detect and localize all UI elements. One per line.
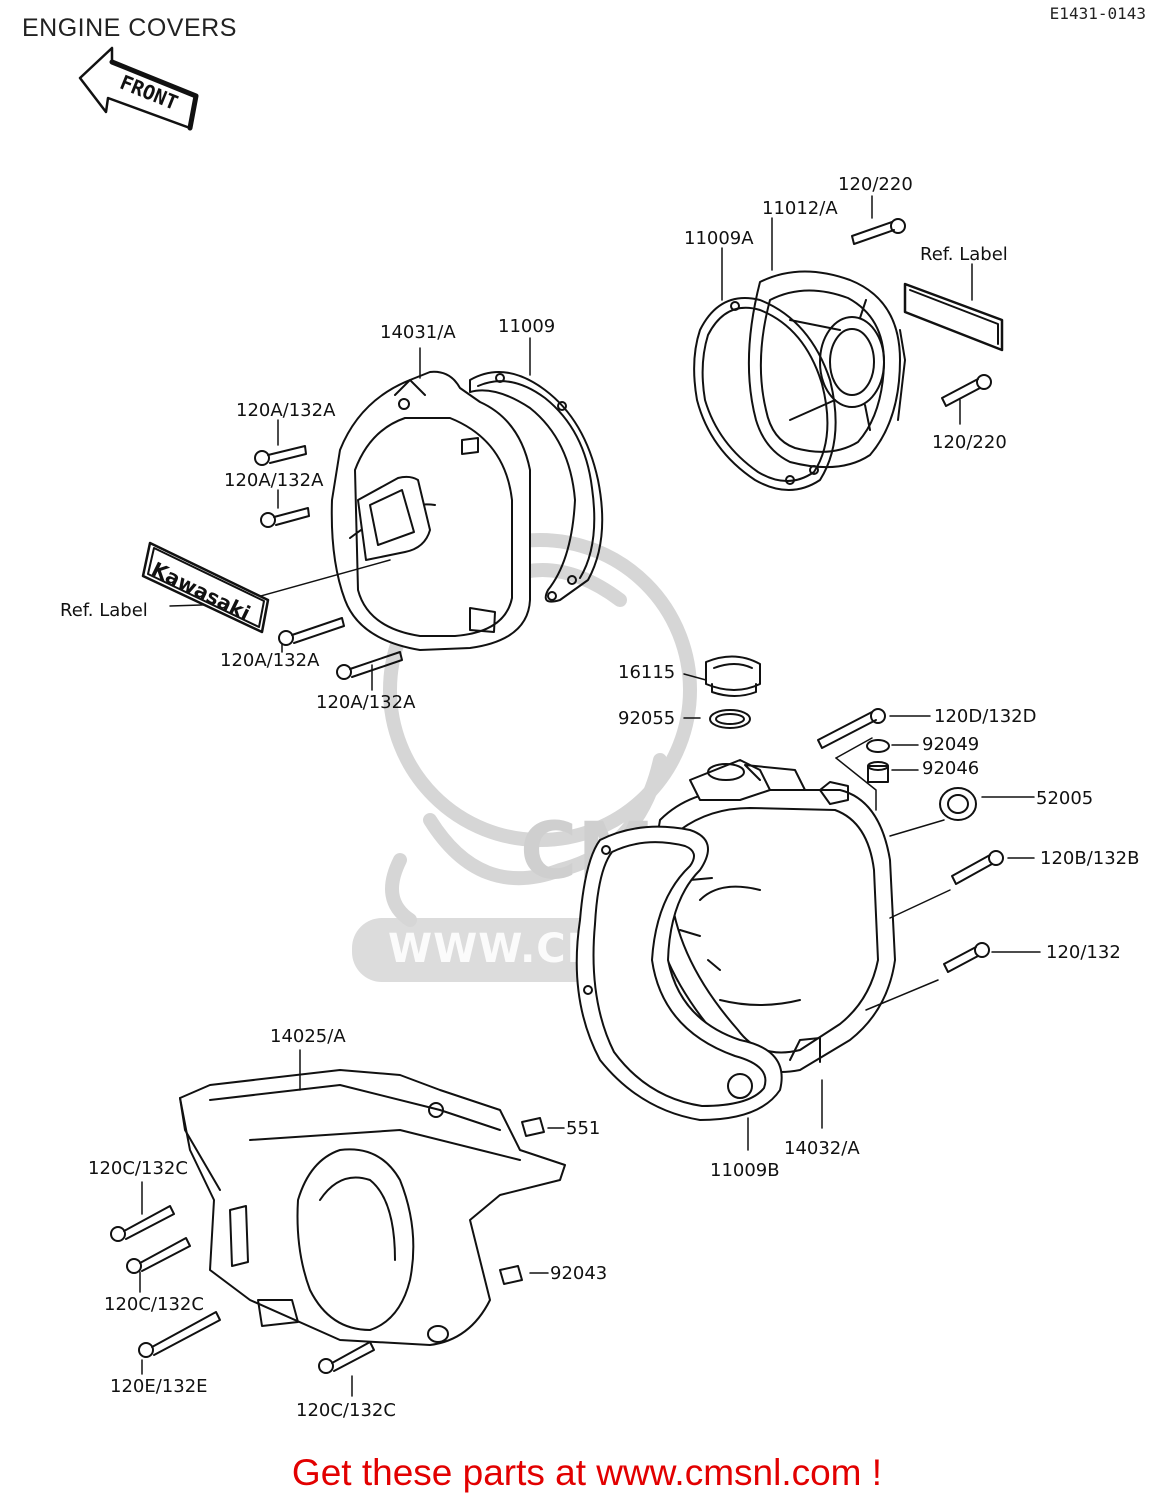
callout-120a-3: 120A/132A	[220, 650, 320, 671]
bolt-120-220-top	[851, 218, 906, 245]
sprocket-cover-14025	[179, 1069, 566, 1346]
bolt-120a-2	[260, 507, 310, 528]
ref-label-plate-right	[903, 282, 1004, 352]
callout-11009b: 11009B	[710, 1160, 780, 1181]
callout-92046: 92046	[922, 758, 980, 779]
bolt-120d	[817, 708, 886, 749]
callout-ref-label-right: Ref. Label	[920, 244, 1008, 265]
pulser-cover-11012	[747, 270, 906, 469]
diagram-code: E1431-0143	[1049, 4, 1146, 23]
bolt-120-220-bottom	[941, 374, 992, 407]
gasket-11009b	[575, 825, 783, 1121]
dowel-92043	[499, 1265, 523, 1285]
callout-120c-3: 120C/132C	[296, 1400, 396, 1421]
callout-92055: 92055	[618, 708, 676, 729]
callout-120e: 120E/132E	[110, 1376, 208, 1397]
callout-120a-4: 120A/132A	[316, 692, 416, 713]
callout-11009: 11009	[498, 316, 556, 337]
callout-92049: 92049	[922, 734, 980, 755]
callout-ref-label-left: Ref. Label	[60, 600, 148, 621]
leader-lines-right	[683, 673, 1041, 1151]
callout-120-220-top: 120/220	[838, 174, 913, 195]
bolt-120c-2	[126, 1237, 191, 1274]
callout-11012: 11012/A	[762, 198, 838, 219]
leader-lines-bottom	[139, 1049, 565, 1397]
callout-120c-2: 120C/132C	[104, 1294, 204, 1315]
leader-lines-top-right	[721, 195, 973, 425]
bolt-120a-3	[278, 617, 345, 646]
footer-cta-link[interactable]: Get these parts at www.cmsnl.com !	[291, 1452, 883, 1493]
callout-120c-1: 120C/132C	[88, 1158, 188, 1179]
clutch-cover-14032	[649, 759, 896, 1073]
bolt-120c-3	[318, 1341, 375, 1374]
gasket-11009a	[693, 297, 837, 491]
callout-14025: 14025/A	[270, 1026, 346, 1047]
dowel-551	[521, 1117, 545, 1137]
callout-120a-1: 120A/132A	[236, 400, 336, 421]
callout-14032: 14032/A	[784, 1138, 860, 1159]
callout-14031: 14031/A	[380, 322, 456, 343]
kawasaki-badge: Kawasaki	[141, 541, 270, 634]
washer-92049	[866, 739, 890, 753]
page-title: ENGINE COVERS	[22, 14, 237, 42]
collar-92046	[867, 761, 889, 783]
callout-120a-2: 120A/132A	[224, 470, 324, 491]
callout-120-220-bottom: 120/220	[932, 432, 1007, 453]
bolt-120a-4	[336, 651, 403, 680]
callout-92043: 92043	[550, 1263, 608, 1284]
bolt-120e	[138, 1311, 221, 1358]
front-arrow-icon: FRONT	[78, 46, 199, 131]
oil-filler-cap-16115	[705, 655, 761, 697]
bolt-120b	[951, 850, 1004, 885]
callout-120-132: 120/132	[1046, 942, 1121, 963]
gasket-11009	[469, 371, 604, 603]
callout-11009a: 11009A	[684, 228, 754, 249]
callout-551: 551	[566, 1118, 601, 1139]
callout-120b: 120B/132B	[1040, 848, 1140, 869]
sight-glass-52005	[939, 787, 977, 821]
bolt-120a-1	[254, 445, 307, 466]
bolt-120c-1	[110, 1205, 175, 1242]
generator-cover-14031	[330, 370, 531, 651]
o-ring-92055	[709, 709, 751, 729]
bolt-120-132	[943, 942, 990, 973]
callout-120d: 120D/132D	[934, 706, 1037, 727]
callout-16115: 16115	[618, 662, 676, 683]
callout-52005: 52005	[1036, 788, 1094, 809]
